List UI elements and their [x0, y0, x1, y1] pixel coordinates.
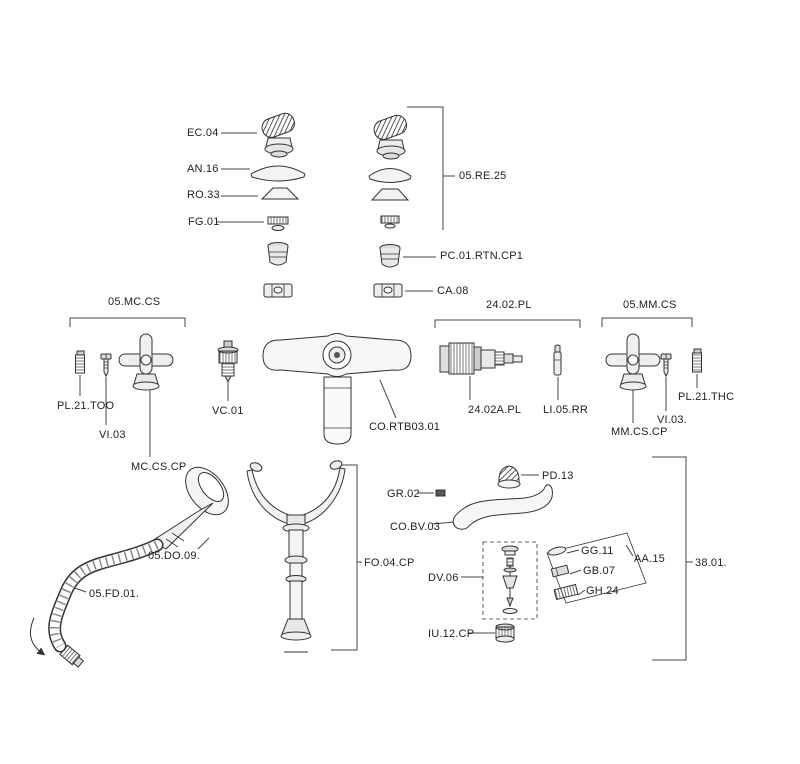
part-handle-right — [373, 114, 408, 160]
part-body-cortb0301 — [262, 333, 412, 445]
part-label-ec04: EC.04 — [187, 127, 219, 139]
part-cartridge-2402a — [439, 342, 523, 375]
part-label-fd01: 05.FD.01. — [89, 588, 140, 600]
part-diverter-dv06 — [482, 541, 538, 620]
part-hose — [48, 538, 164, 653]
part-screw-vi03-right — [660, 353, 672, 378]
part-ring-right — [380, 215, 400, 229]
part-label-aa15: AA.15 — [634, 553, 665, 565]
part-label-co-rtb03-01: CO.RTB03.01 — [369, 421, 441, 433]
part-label-fg01: FG.01 — [188, 216, 220, 228]
part-label-2402a-pl: 24.02A.PL — [468, 404, 522, 416]
part-insert-right — [379, 244, 401, 268]
part-cross-handle-left — [118, 333, 174, 391]
part-kit-aa15 — [546, 532, 647, 604]
part-nut-left — [263, 283, 293, 298]
part-label-vi03-right: VI.03. — [657, 414, 687, 426]
part-label-li05-rr: LI.05.RR — [543, 404, 589, 416]
part-label-pl21-thc: PL.21.THC — [678, 391, 735, 403]
part-label-fo04-cp: FO.04.CP — [364, 557, 415, 569]
part-key-li05rr — [553, 344, 562, 376]
part-label-ro33: RO.33 — [187, 189, 220, 201]
part-label-ca08: CA.08 — [437, 285, 469, 297]
part-escutcheon-right — [368, 168, 412, 183]
part-label-re25: 05.RE.25 — [459, 170, 507, 182]
part-cone-left — [260, 187, 300, 200]
part-knob-pd13 — [497, 465, 521, 489]
part-label-pc01-rtn-cp1: PC.01.RTN.CP1 — [440, 250, 524, 262]
part-nut-right — [373, 283, 403, 298]
part-label-2402-pl: 24.02.PL — [486, 299, 532, 311]
part-label-mm-cs-cp: MM.CS.CP — [611, 426, 668, 438]
part-plug-pl21thc — [692, 348, 702, 373]
part-label-mc-cs-cp: MC.CS.CP — [131, 461, 187, 473]
part-label-pl21-too: PL.21.TOO — [57, 400, 115, 412]
part-cradle-fo04cp — [246, 460, 346, 653]
part-insert-left — [267, 242, 289, 266]
part-cross-handle-right — [605, 333, 661, 391]
part-handshower — [151, 466, 229, 550]
part-spout-cobv03 — [452, 484, 553, 530]
part-aerator-iu12cp — [495, 623, 515, 643]
part-handle-left — [261, 112, 296, 158]
part-label-38-01: 38.01. — [695, 557, 727, 569]
part-escutcheon-left — [250, 165, 306, 182]
part-label-do09: 05.DO.09. — [148, 550, 200, 562]
part-label-an16: AN.16 — [187, 163, 219, 175]
part-label-gr02: GR.02 — [387, 488, 420, 500]
part-screw-vi03-left — [100, 353, 112, 378]
part-label-gh24: GH.24 — [586, 585, 619, 597]
part-label-co-bv03: CO.BV.03 — [390, 521, 441, 533]
part-plug-pl21too — [75, 350, 85, 374]
part-label-gg11: GG.11 — [581, 545, 614, 557]
part-label-gb07: GB.07 — [583, 565, 616, 577]
part-label-dv06: DV.06 — [428, 572, 459, 584]
part-label-vc01: VC.01 — [212, 405, 244, 417]
part-label-iu12-cp: IU.12.CP — [428, 628, 475, 640]
leader-lines — [62, 106, 698, 661]
part-label-vi03-left: VI.03 — [99, 429, 126, 441]
part-ring-left — [267, 216, 289, 231]
part-cone-right — [370, 188, 410, 201]
part-cartridge-vc01 — [217, 340, 239, 384]
part-label-mc-cs: 05.MC.CS — [108, 296, 161, 308]
part-label-mm-cs: 05.MM.CS — [623, 299, 677, 311]
part-label-pd13: PD.13 — [542, 470, 574, 482]
part-grub-gr02 — [435, 489, 446, 497]
rotation-arrow — [29, 617, 46, 656]
part-hose-connector — [59, 644, 85, 668]
